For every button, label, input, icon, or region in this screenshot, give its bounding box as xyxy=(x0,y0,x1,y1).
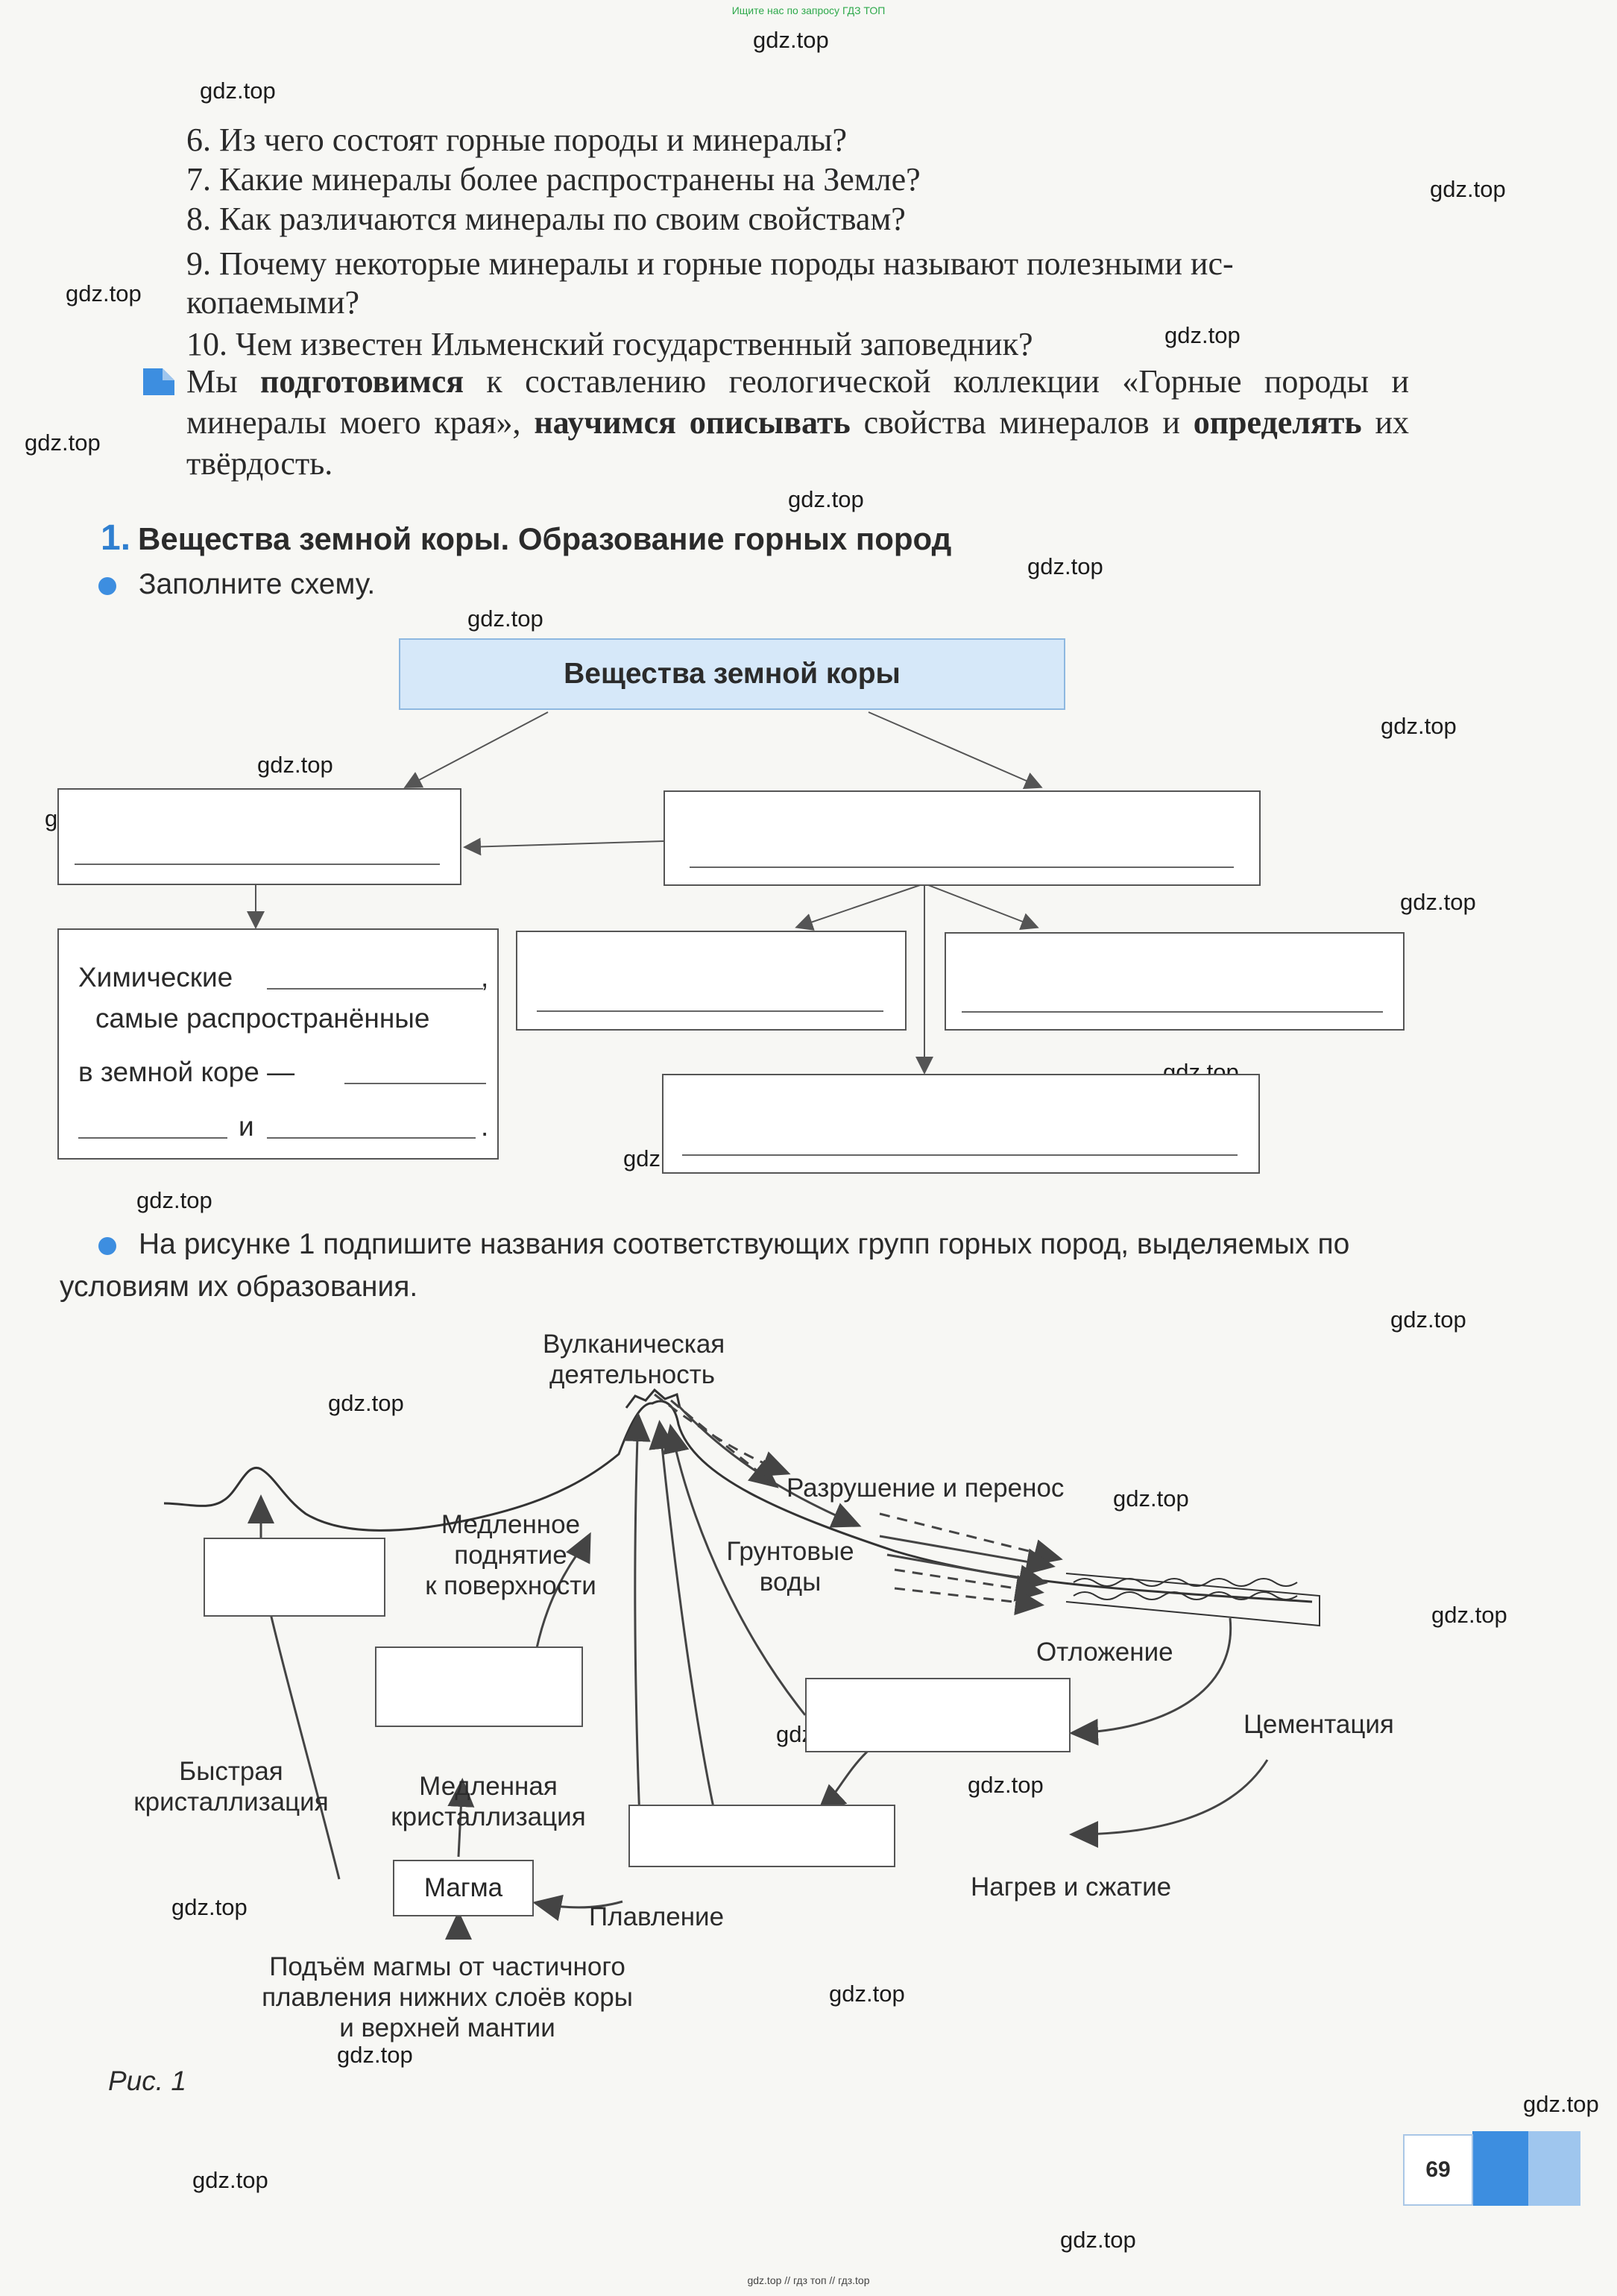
watermark: gdz.top xyxy=(1400,889,1476,915)
answer-line xyxy=(75,864,440,865)
watermark: gdz.top xyxy=(1381,713,1457,739)
section-number: 1. xyxy=(101,518,131,558)
answer-line xyxy=(267,988,483,990)
book-icon xyxy=(143,368,174,395)
answer-line xyxy=(690,866,1234,868)
chem-period: . xyxy=(481,1111,489,1142)
fig-box-sedimentary[interactable] xyxy=(805,1678,1071,1752)
label-deposition: Отложение xyxy=(1036,1638,1173,1667)
watermark: gdz.top xyxy=(136,1187,212,1213)
schema-box-chemical[interactable] xyxy=(57,928,499,1160)
label-melting: Плавление xyxy=(589,1902,725,1931)
chem-label-1: Химические xyxy=(78,962,233,993)
question-7: 7. Какие минералы более распространены н… xyxy=(186,161,921,198)
answer-line xyxy=(682,1154,1238,1156)
watermark: gdz.top xyxy=(1430,176,1506,202)
watermark: gdz.top xyxy=(171,1894,248,1920)
answer-line xyxy=(962,1011,1383,1013)
fig-box-igneous-intrusive[interactable] xyxy=(375,1646,583,1727)
label-heat-pressure: Нагрев и сжатие xyxy=(971,1872,1172,1902)
schema-box-minerals[interactable] xyxy=(57,788,461,885)
watermark: gdz.top xyxy=(1431,1602,1507,1628)
question-9-cont: копаемыми? xyxy=(186,284,360,321)
chem-comma: , xyxy=(481,962,489,993)
answer-line xyxy=(78,1137,227,1139)
task-fill-schema: Заполните схему. xyxy=(98,568,375,601)
watermark: gdz.top xyxy=(1027,553,1103,579)
watermark: gdz.top xyxy=(337,2042,413,2068)
watermark: gdz.top xyxy=(1113,1485,1189,1512)
answer-line xyxy=(267,1137,476,1139)
schema-box-rocks[interactable] xyxy=(663,790,1261,886)
figure-caption: Рис. 1 xyxy=(108,2066,186,2096)
watermark: gdz.top xyxy=(467,606,543,632)
chem-label-2: самые распространённые xyxy=(95,1003,430,1034)
fig-box-igneous-extrusive[interactable] xyxy=(204,1538,385,1617)
watermark: gdz.top xyxy=(829,1981,905,2007)
answer-line xyxy=(344,1083,486,1084)
schema-box-rock-group-1[interactable] xyxy=(516,931,907,1031)
chem-label-3: в земной коре — xyxy=(78,1057,295,1087)
schema-arrows xyxy=(247,711,1043,1075)
page-number: 69 xyxy=(1403,2134,1473,2206)
bullet-icon xyxy=(98,576,116,595)
schema-box-rock-group-3[interactable] xyxy=(662,1074,1260,1174)
bullet-icon xyxy=(98,1236,116,1255)
watermark: gdz.top xyxy=(1390,1306,1466,1333)
watermark: gdz.top xyxy=(257,752,333,778)
schema-box-rock-group-2[interactable] xyxy=(945,932,1405,1031)
page-tab-decor xyxy=(1472,2131,1528,2206)
section-title: Вещества земной коры. Образование горных… xyxy=(138,521,952,556)
watermark: gdz.top xyxy=(200,78,276,104)
question-8: 8. Как различаются минералы по своим сво… xyxy=(186,201,906,237)
footer-note: gdz.top // гдз топ // гдз.top xyxy=(747,2274,870,2286)
answer-line xyxy=(537,1010,883,1012)
question-6: 6. Из чего состоят горные породы и минер… xyxy=(186,122,847,158)
schema-title: Вещества земной коры xyxy=(399,638,1065,710)
watermark: gdz.top xyxy=(1060,2227,1136,2253)
watermark: gdz.top xyxy=(1523,2091,1599,2117)
watermark: gdz.top xyxy=(328,1390,404,1416)
page-tab-decor xyxy=(1528,2131,1580,2206)
watermark: gdz.top xyxy=(1164,322,1241,348)
chem-label-and: и xyxy=(239,1111,254,1142)
fig-box-metamorphic[interactable] xyxy=(628,1805,895,1867)
label-cementation: Цементация xyxy=(1244,1710,1394,1739)
question-9: 9. Почему некоторые минералы и горные по… xyxy=(186,245,1234,282)
watermark: gdz.top xyxy=(788,486,864,512)
fig-box-magma: Магма xyxy=(393,1860,534,1916)
label-destruction: Разрушение и перенос xyxy=(787,1473,1065,1503)
watermark: gdz.top xyxy=(753,27,829,53)
header-note: Ищите нас по запросу ГДЗ ТОП xyxy=(731,4,886,16)
watermark: gdz.top xyxy=(25,430,101,456)
watermark: gdz.top xyxy=(66,280,142,306)
section-heading: 1.Вещества земной коры. Образование горн… xyxy=(101,518,951,559)
watermark: gdz.top xyxy=(192,2167,268,2193)
task-label-figure: На рисунке 1 подпишите названия соответс… xyxy=(60,1228,1350,1303)
watermark: gdz.top xyxy=(968,1772,1044,1798)
question-10: 10. Чем известен Ильменский государствен… xyxy=(186,326,1033,362)
intro-paragraph: Мы подготовимся к составлению геологичес… xyxy=(186,363,1409,482)
